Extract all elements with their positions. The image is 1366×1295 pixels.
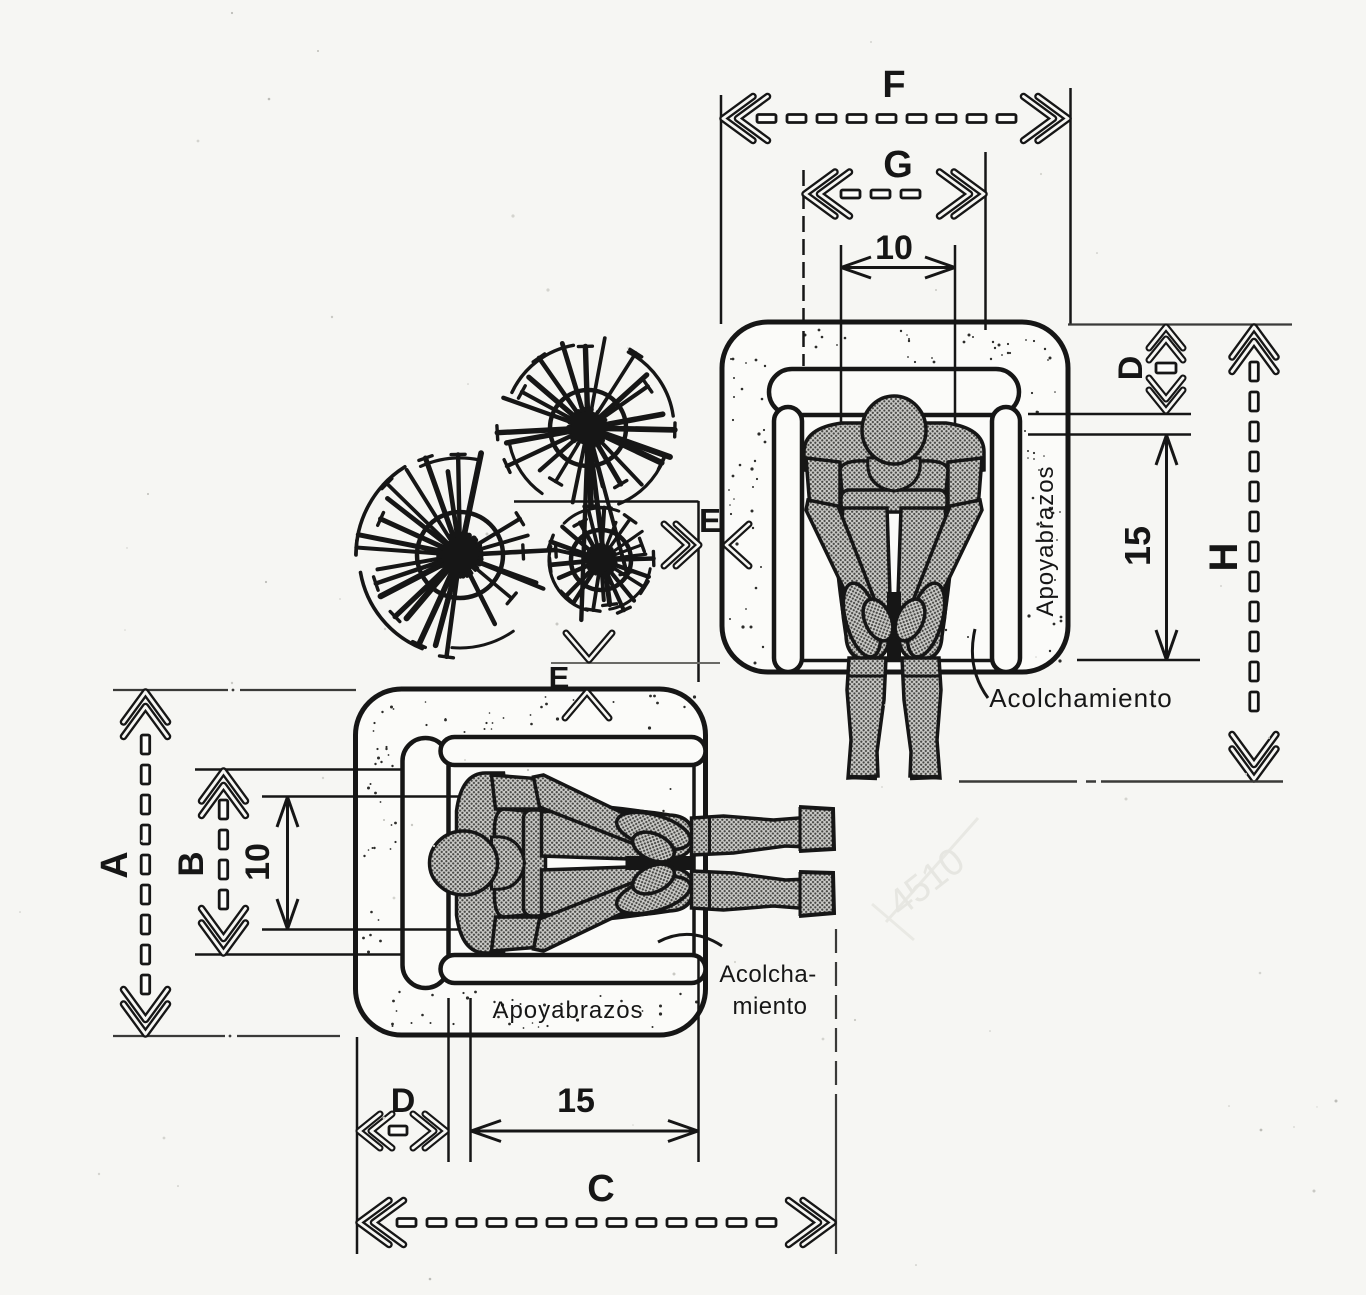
svg-text:G: G (883, 144, 913, 186)
svg-text:D: D (1112, 356, 1150, 381)
svg-text:E: E (549, 660, 570, 695)
svg-text:E: E (699, 502, 721, 539)
svg-text:H: H (1202, 543, 1246, 572)
svg-text:A: A (94, 851, 136, 878)
svg-text:D: D (391, 1082, 416, 1120)
svg-text:C: C (587, 1168, 614, 1210)
svg-text:Acolchamiento: Acolchamiento (989, 683, 1173, 713)
svg-text:10: 10 (875, 229, 913, 267)
svg-text:15: 15 (557, 1082, 595, 1120)
svg-text:15: 15 (1117, 526, 1158, 566)
svg-text:miento: miento (732, 993, 807, 1020)
svg-text:Apoyabrazos: Apoyabrazos (1032, 465, 1059, 616)
svg-text:Apoyabrazos: Apoyabrazos (492, 997, 643, 1024)
svg-text:F: F (882, 64, 905, 106)
svg-text:10: 10 (239, 843, 277, 881)
svg-text:Acolcha-: Acolcha- (719, 961, 816, 988)
svg-text:B: B (172, 851, 211, 876)
